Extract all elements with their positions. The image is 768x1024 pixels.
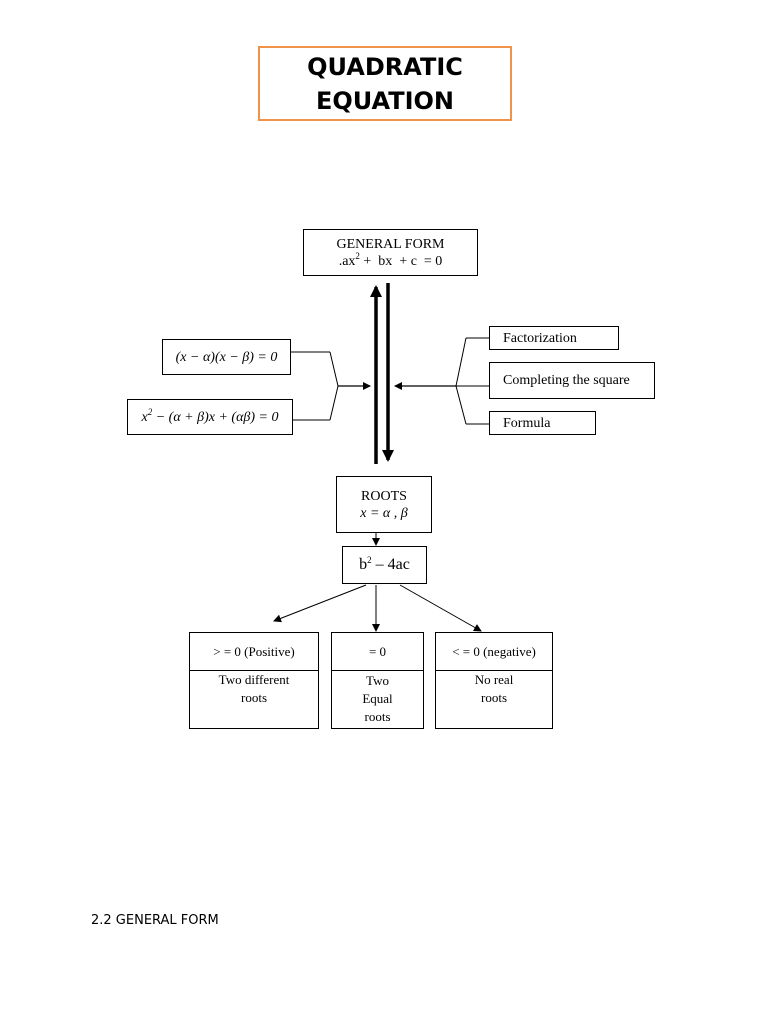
title-line-1: QUADRATIC — [307, 52, 463, 81]
method-completing-square: Completing the square — [489, 362, 655, 399]
roots-label: ROOTS — [361, 488, 407, 504]
factored-form-box: (x − α)(x − β) = 0 — [162, 339, 291, 375]
case-positive-condition: > = 0 (Positive) — [190, 633, 318, 671]
general-form-box: GENERAL FORM .ax2 + bx + c = 0 — [303, 229, 478, 276]
factored-form: (x − α)(x − β) = 0 — [175, 349, 278, 365]
roots-value: x = α , β — [360, 505, 408, 521]
method-factorization: Factorization — [489, 326, 619, 350]
expanded-form: x2 − (α + β)x + (αβ) = 0 — [141, 406, 279, 425]
expanded-form-box: x2 − (α + β)x + (αβ) = 0 — [127, 399, 293, 435]
roots-box: ROOTS x = α , β — [336, 476, 432, 533]
title-line-2: EQUATION — [315, 86, 455, 115]
general-form-equation: .ax2 + bx + c = 0 — [338, 250, 443, 269]
title-box: QUADRATIC EQUATION — [258, 46, 512, 121]
case-zero-condition: = 0 — [332, 633, 423, 671]
case-negative-condition: < = 0 (negative) — [436, 633, 552, 671]
discriminant: b2 – 4ac — [359, 555, 410, 574]
general-form-label: GENERAL FORM — [336, 236, 445, 252]
discriminant-box: b2 – 4ac — [342, 546, 427, 584]
method-formula: Formula — [489, 411, 596, 435]
section-heading: 2.2 GENERAL FORM — [91, 913, 219, 928]
